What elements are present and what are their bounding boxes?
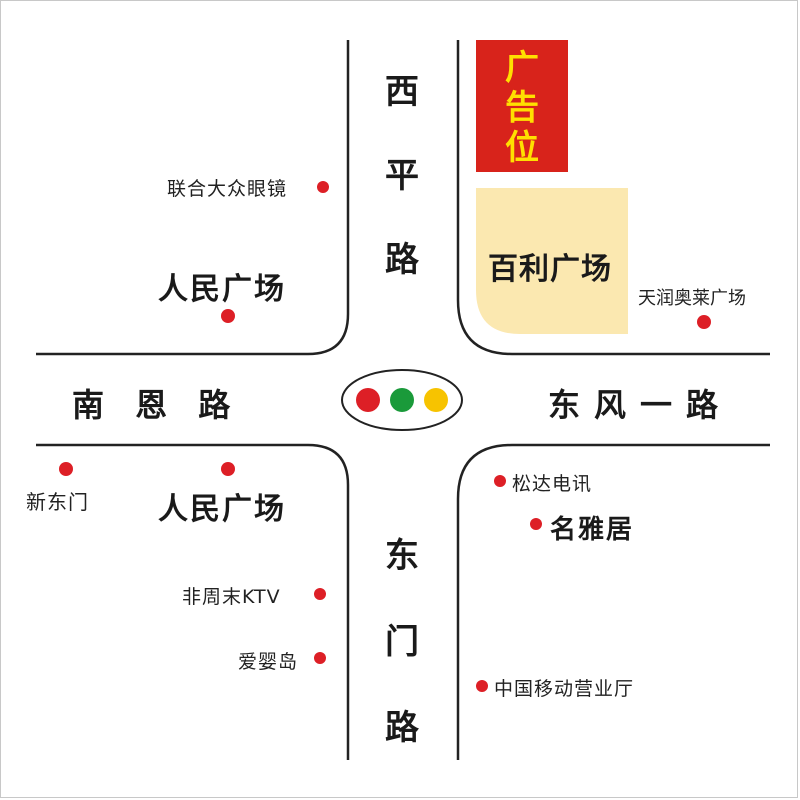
poi-label-people-square-sw: 人民广场 — [158, 492, 286, 527]
poi-label-aiyingdao: 爱婴岛 — [238, 651, 299, 673]
road-label-east: 东风一路 — [548, 386, 733, 424]
poi-dot-songda — [494, 475, 506, 487]
poi-label-china-mobile: 中国移动营业厅 — [494, 678, 635, 700]
traffic-light — [341, 369, 463, 431]
poi-label-glasses: 联合大众眼镜 — [167, 178, 288, 200]
ad-text: 广告位 — [476, 48, 568, 168]
ad-char: 位 — [505, 128, 539, 168]
poi-label-people-square-nw: 人民广场 — [158, 272, 286, 307]
poi-label-fei-zhoumo: 非周末KTV — [182, 586, 281, 608]
poi-label-xin-dongmen: 新东门 — [26, 490, 89, 514]
plaza-label: 百利广场 — [488, 252, 612, 287]
poi-dot-people-square-sw — [221, 462, 235, 476]
road-edge-sw — [36, 443, 350, 760]
poi-dot-glasses — [317, 181, 329, 193]
poi-dot-tianrun — [697, 315, 711, 329]
road-label-west: 南 恩 路 — [72, 386, 241, 424]
traffic-light-yellow — [424, 388, 448, 412]
plaza-block — [476, 188, 628, 334]
road-edge-nw — [36, 40, 350, 356]
poi-dot-mingyaju — [530, 518, 542, 530]
poi-dot-people-square-nw — [221, 309, 235, 323]
road-lines — [36, 40, 770, 760]
ad-space: 广告位 — [476, 40, 568, 172]
road-edge-se — [456, 443, 770, 760]
traffic-light-green — [390, 388, 414, 412]
road-label-north: 西 平 路 — [385, 72, 419, 280]
poi-dot-fei-zhoumo — [314, 588, 326, 600]
traffic-light-red — [356, 388, 380, 412]
road-label-south: 东 门 路 — [385, 536, 419, 748]
poi-dots — [59, 181, 711, 692]
poi-label-songda: 松达电讯 — [512, 473, 593, 495]
poi-dot-china-mobile — [476, 680, 488, 692]
poi-label-mingyaju: 名雅居 — [550, 515, 635, 545]
poi-dot-aiyingdao — [314, 652, 326, 664]
poi-dot-xin-dongmen — [59, 462, 73, 476]
road-edge-ne — [456, 40, 770, 356]
ad-char: 广 — [505, 48, 539, 88]
ad-char: 告 — [505, 88, 539, 128]
poi-label-tianrun: 天润奥莱广场 — [638, 288, 746, 309]
